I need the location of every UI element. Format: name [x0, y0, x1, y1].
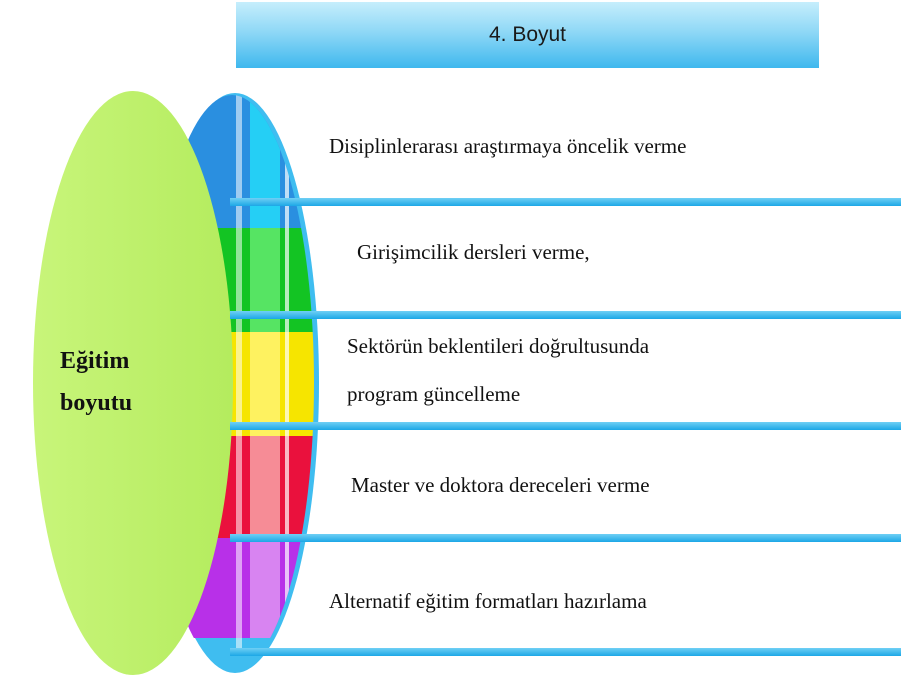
- item-3-line: [230, 422, 901, 430]
- item-2-text: Girişimcilik dersleri verme,: [357, 240, 590, 264]
- disk-title-line1: Eğitim: [60, 348, 130, 374]
- disk-title: Eğitim boyutu: [60, 340, 170, 424]
- item-4-text: Master ve doktora dereceleri verme: [351, 473, 650, 497]
- item-1-line: [230, 198, 901, 206]
- item-3-text-line1: Sektörün beklentileri doğrultusunda: [347, 334, 650, 358]
- item-3-text-line2: program güncelleme: [347, 382, 521, 406]
- header-title: 4. Boyut: [488, 23, 567, 46]
- header-box: 4. Boyut: [236, 2, 819, 68]
- item-1-text: Disiplinlerarası araştırmaya öncelik ver…: [329, 134, 687, 158]
- item-5-text: Alternatif eğitim formatları hazırlama: [329, 589, 647, 613]
- disk-title-line2: boyutu: [60, 390, 133, 416]
- disk-face: [33, 91, 233, 675]
- item-2-line: [230, 311, 901, 319]
- item-5-line: [230, 648, 901, 656]
- item-4-line: [230, 534, 901, 542]
